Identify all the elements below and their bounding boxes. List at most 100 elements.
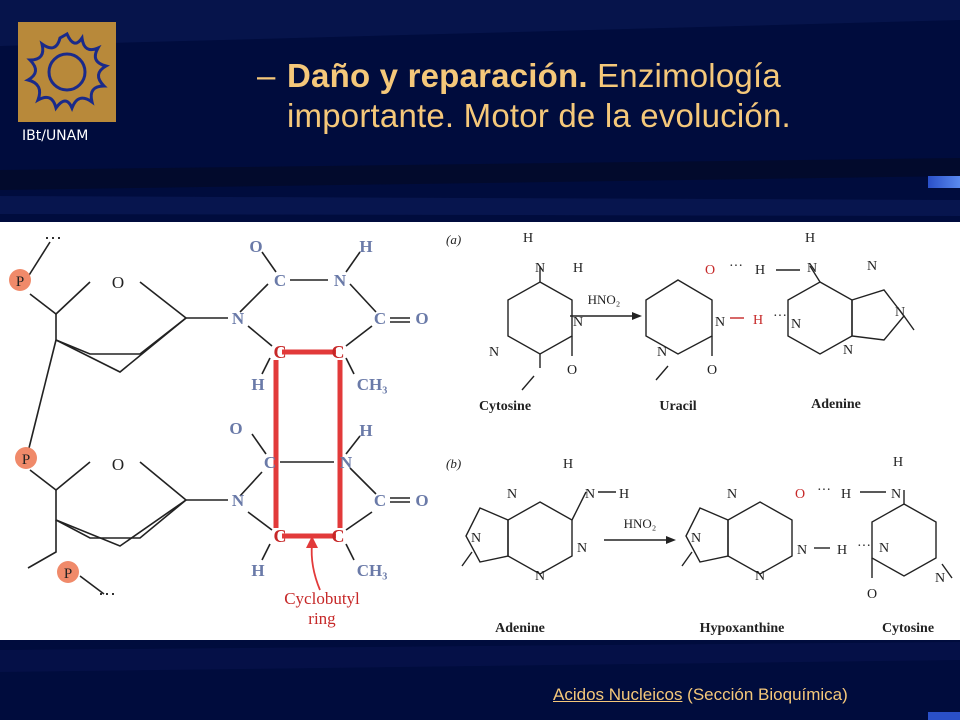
phosphate-circle	[15, 447, 37, 469]
atom-c: C	[374, 491, 386, 510]
atom-n: N	[935, 571, 945, 586]
cytosine-a-label: Cytosine	[479, 399, 531, 414]
hbond-dots: ···	[729, 259, 743, 274]
atom-h: H	[573, 261, 583, 276]
accent-bar	[928, 176, 960, 188]
reaction-b-reagent: HNO₂	[624, 516, 657, 531]
ring-carbon: C	[274, 342, 287, 362]
hbond-dots: ···	[857, 539, 871, 554]
atom-o: O	[707, 363, 717, 378]
phosphate-label: P	[16, 274, 24, 290]
atom-o: O	[249, 237, 262, 256]
atom-h: H	[251, 561, 264, 580]
atom-o: O	[415, 309, 428, 328]
bond-hydrogen: H	[753, 313, 763, 328]
ring-carbon: C	[274, 526, 287, 546]
figure-panel: P P P ⋯ ⋯ O O O H C N N C O H CH₃ O H C …	[0, 222, 960, 640]
accent-bar-bottom	[928, 712, 960, 720]
title-bold: Daño y reparación.	[287, 57, 588, 94]
atom-n: N	[657, 345, 667, 360]
atom-h: H	[251, 375, 264, 394]
ring-carbons: C C C C	[274, 342, 345, 546]
phosphate-label: P	[22, 452, 30, 468]
atom-o: O	[867, 587, 877, 602]
ring-pointer-arrow	[310, 543, 321, 591]
cytosine-b-label: Cytosine	[882, 621, 934, 636]
adenine-b-label: Adenine	[495, 621, 545, 636]
chain-dots-top: ⋯	[44, 228, 62, 248]
ring-pointer-arrowhead	[306, 536, 318, 548]
adenine-a-label: Adenine	[811, 397, 861, 412]
atom-o: O	[705, 263, 715, 278]
figure-diagram: P P P ⋯ ⋯ O O O H C N N C O H CH₃ O H C …	[9, 228, 953, 636]
upper-base-atoms: O H C N N C O H CH₃ O H C N N C O H CH₃	[229, 237, 428, 580]
atom-n: N	[895, 305, 905, 320]
atom-o: O	[229, 419, 242, 438]
atom-n: N	[797, 543, 807, 558]
bond-hydrogen: H	[841, 487, 851, 502]
footer-rest: (Sección Bioquímica)	[682, 685, 848, 704]
atom-n: N	[843, 343, 853, 358]
hypoxanthine-bonds	[681, 501, 830, 575]
atom-n: N	[807, 261, 817, 276]
atom-h: H	[523, 231, 533, 246]
ring-carbon: C	[332, 342, 345, 362]
phosphate-label: P	[64, 566, 72, 582]
atom-n: N	[471, 531, 481, 546]
uracil-bonds	[645, 279, 744, 381]
adenine-b-bonds	[461, 491, 616, 575]
panel-b-label: (b)	[446, 456, 461, 471]
adenine-a-atoms: H N N N N N	[791, 231, 905, 358]
cytosine-a-bonds	[507, 266, 573, 391]
bond-hydrogen: H	[837, 543, 847, 558]
atom-h: H	[805, 231, 815, 246]
cyclobutyl-label-2: ring	[308, 609, 336, 628]
chain-dots-bottom: ⋯	[98, 584, 116, 604]
logo-label: IBt/UNAM	[22, 128, 89, 144]
atom-n: N	[879, 541, 889, 556]
atom-n: N	[727, 487, 737, 502]
methyl-group: CH₃	[357, 375, 388, 394]
atom-n: N	[340, 453, 353, 472]
slide-title: –Daño y reparación. Enzimología importan…	[257, 56, 791, 136]
atom-n: N	[791, 317, 801, 332]
atom-n: N	[755, 569, 765, 584]
sun-logo-icon	[24, 31, 110, 113]
atom-n: N	[535, 569, 545, 584]
atom-o: O	[795, 487, 805, 502]
methyl-group: CH₃	[357, 561, 388, 580]
title-dash: –	[257, 57, 276, 94]
hbond-dots: ···	[817, 483, 831, 498]
atom-n: N	[867, 259, 877, 274]
atom-h: H	[563, 457, 573, 472]
atom-h: H	[359, 237, 372, 256]
atom-n: N	[232, 491, 245, 510]
adenine-a-bonds	[776, 265, 915, 355]
atom-n: N	[715, 315, 725, 330]
hypoxanthine-label: Hypoxanthine	[700, 621, 785, 636]
atom-h: H	[619, 487, 629, 502]
reaction-a-reagent: HNO₂	[588, 292, 621, 307]
adenine-b-atoms: H N H N N N N	[471, 457, 629, 584]
atom-n: N	[232, 309, 245, 328]
ibt-logo	[18, 22, 116, 122]
atom-h: H	[893, 455, 903, 470]
footer-link[interactable]: Acidos Nucleicos	[553, 685, 683, 704]
atom-c: C	[274, 271, 286, 290]
atom-n: N	[691, 531, 701, 546]
panel-a-label: (a)	[446, 232, 461, 247]
atom-c: C	[374, 309, 386, 328]
atom-n: N	[535, 261, 545, 276]
atom-n: N	[573, 315, 583, 330]
reaction-a-arrowhead	[632, 312, 642, 320]
atom-c: C	[264, 453, 276, 472]
reaction-b-arrowhead	[666, 536, 676, 544]
atom-h: H	[359, 421, 372, 440]
ring-carbon: C	[332, 526, 345, 546]
cyclobutyl-ring	[273, 349, 343, 539]
phosphate-circle	[9, 269, 31, 291]
hypoxanthine-atoms: O N N N N H H	[691, 487, 851, 584]
hbond-dots: ···	[773, 309, 787, 324]
cytosine-b-bonds	[860, 490, 953, 579]
sugar-oxygen: O	[112, 273, 124, 292]
